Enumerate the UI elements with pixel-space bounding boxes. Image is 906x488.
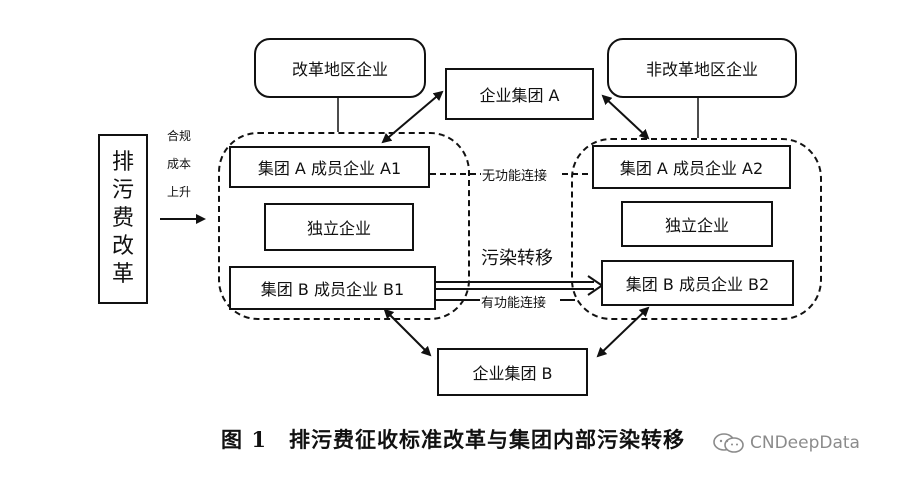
compliance-cost-label: 合规 成本 上升: [167, 126, 207, 202]
group-b-label: 企业集团 B: [472, 364, 553, 383]
pollution-transfer-label: 污染转移: [481, 248, 553, 269]
reform-char: 革: [111, 262, 134, 287]
reform-char: 污: [111, 178, 134, 203]
reform-area-group: [218, 132, 470, 320]
reform-region-label: 改革地区企业: [291, 60, 388, 79]
reform-char: 改: [111, 234, 134, 259]
cost-label-line: 合规: [167, 129, 192, 143]
member-b2-label: 集团 B 成员企业 B2: [625, 275, 770, 294]
non-reform-region-label: 非改革地区企业: [645, 60, 758, 79]
independent-right-label: 独立企业: [664, 216, 729, 235]
wechat-icon: [713, 433, 744, 453]
non-reform-area-group: [571, 138, 822, 320]
reform-char: 费: [111, 206, 134, 231]
member-a1-box: 集团 A 成员企业 A1: [229, 146, 430, 188]
independent-enterprise-left-box: 独立企业: [264, 203, 414, 251]
watermark-text: CNDeepData: [750, 433, 860, 453]
independent-left-label: 独立企业: [306, 219, 371, 238]
enterprise-group-b-box: 企业集团 B: [437, 348, 588, 396]
member-b1-box: 集团 B 成员企业 B1: [229, 266, 436, 310]
member-a1-label: 集团 A 成员企业 A1: [257, 159, 402, 178]
pollution-fee-reform-box: 排 污 费 改 革: [98, 134, 148, 304]
member-b1-label: 集团 B 成员企业 B1: [260, 280, 405, 299]
enterprise-group-a-box: 企业集团 A: [445, 68, 594, 120]
b1-group-b-arrow: [383, 308, 432, 357]
no-function-link-label: 无功能连接: [482, 169, 548, 184]
non-reform-region-enterprise-box: 非改革地区企业: [607, 38, 797, 98]
cost-label-line: 成本: [167, 157, 192, 171]
function-link-label: 有功能连接: [481, 296, 547, 311]
figure-caption: 图 1 排污费征收标准改革与集团内部污染转移: [221, 427, 685, 452]
member-a2-box: 集团 A 成员企业 A2: [592, 145, 791, 189]
member-a2-label: 集团 A 成员企业 A2: [619, 159, 764, 178]
watermark: CNDeepData: [712, 432, 860, 454]
independent-enterprise-right-box: 独立企业: [621, 201, 773, 247]
reform-char: 排: [111, 150, 134, 175]
member-b2-box: 集团 B 成员企业 B2: [601, 260, 794, 306]
group-a-label: 企业集团 A: [479, 86, 560, 105]
cost-label-line: 上升: [167, 185, 192, 199]
group-a-a2-arrow: [601, 94, 650, 140]
reform-region-enterprise-box: 改革地区企业: [254, 38, 426, 98]
group-b-b2-arrow: [596, 306, 650, 358]
